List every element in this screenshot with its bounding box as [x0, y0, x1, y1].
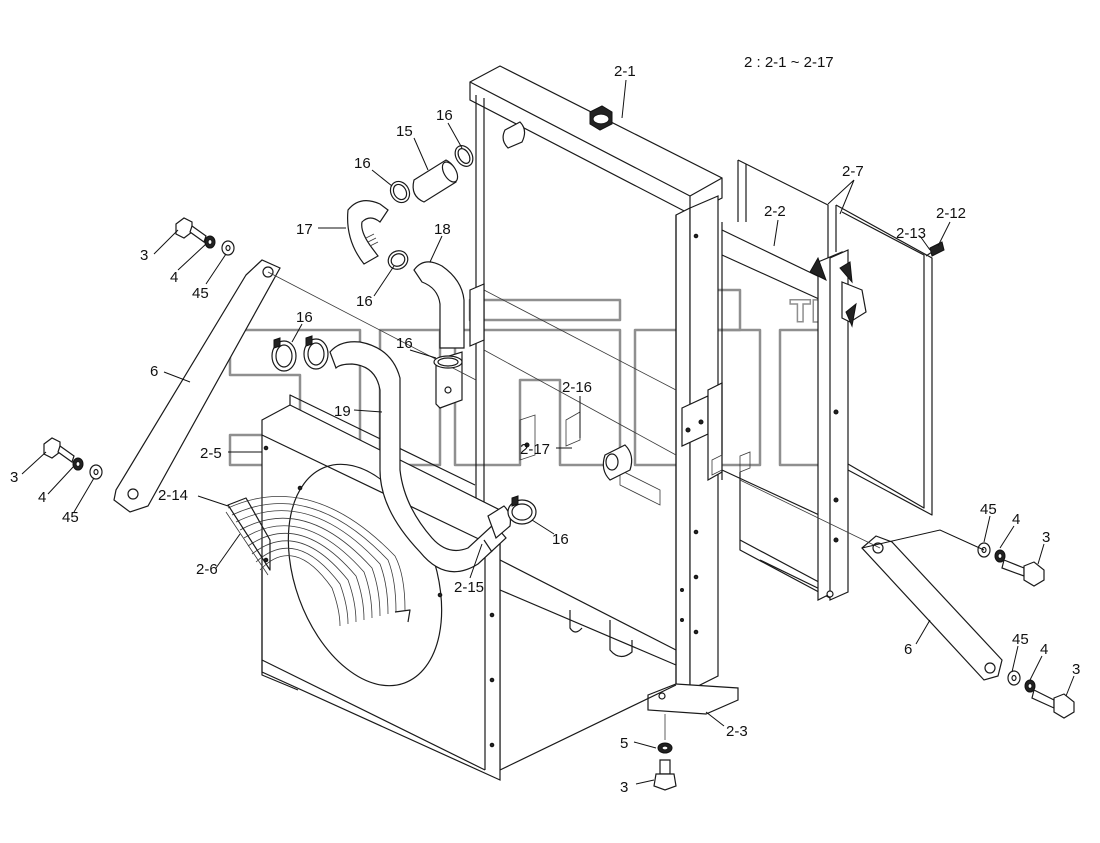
label-15: 15	[396, 123, 413, 140]
label-45: 45	[980, 501, 997, 518]
label-2-3: 2-3	[726, 723, 748, 740]
label-3: 3	[10, 469, 18, 486]
intercooler	[711, 222, 867, 601]
label-4: 4	[170, 269, 178, 286]
label-2-12: 2-12	[936, 205, 966, 222]
label-4: 4	[38, 489, 46, 506]
clamp-16-b	[387, 250, 409, 270]
bolt-group-bottom	[653, 714, 677, 791]
label-45: 45	[1012, 631, 1029, 648]
label-18: 18	[434, 221, 451, 238]
label-2-7: 2-7	[842, 163, 864, 180]
bolt-group-top-left	[175, 217, 235, 256]
label-2-5: 2-5	[200, 445, 222, 462]
clamp-16-e	[433, 355, 463, 369]
clamp-16-a	[389, 180, 411, 204]
bolt-group-mid-left	[43, 437, 103, 480]
screens	[737, 159, 933, 516]
clamp-16-top	[454, 145, 474, 167]
clamp-16-d	[303, 335, 329, 370]
callout-labels: 2 : 2-1 ~ 2-17 2-1 16 15 16 17 18 16 16 …	[10, 54, 1080, 796]
leader-lines	[21, 79, 1075, 785]
label-4: 4	[1012, 511, 1020, 528]
label-16: 16	[354, 155, 371, 172]
label-3: 3	[1072, 661, 1080, 678]
label-2-6: 2-6	[196, 561, 218, 578]
label-16: 16	[296, 309, 313, 326]
label-6: 6	[904, 641, 912, 658]
label-16: 16	[356, 293, 373, 310]
label-2-16: 2-16	[562, 379, 592, 396]
label-3: 3	[620, 779, 628, 796]
screw-2-12	[925, 241, 945, 257]
label-3: 3	[140, 247, 148, 264]
header-note: 2 : 2-1 ~ 2-17	[744, 54, 834, 71]
stay-right	[739, 479, 1003, 681]
label-6: 6	[150, 363, 158, 380]
label-16: 16	[396, 335, 413, 352]
hose-18	[413, 261, 465, 349]
radiator-frame	[435, 65, 739, 771]
label-16: 16	[552, 531, 569, 548]
hose-15	[412, 159, 459, 203]
label-45: 45	[192, 285, 209, 302]
label-45: 45	[62, 509, 79, 526]
label-16: 16	[436, 107, 453, 124]
label-2-1: 2-1	[614, 63, 636, 80]
label-2-15: 2-15	[454, 579, 484, 596]
fan-guard	[225, 496, 411, 627]
label-2-17: 2-17	[520, 441, 550, 458]
label-19: 19	[334, 403, 351, 420]
clamp-16-c	[271, 337, 297, 372]
label-3: 3	[1042, 529, 1050, 546]
label-4: 4	[1040, 641, 1048, 658]
bolt-group-right-upper	[977, 542, 1045, 587]
label-17: 17	[296, 221, 313, 238]
label-5: 5	[620, 735, 628, 752]
label-2-2: 2-2	[764, 203, 786, 220]
hose-17	[346, 200, 389, 265]
bolt-group-right-lower	[1007, 670, 1075, 719]
label-2-14: 2-14	[158, 487, 188, 504]
label-2-13: 2-13	[896, 225, 926, 242]
clamp-16-f	[507, 495, 537, 525]
